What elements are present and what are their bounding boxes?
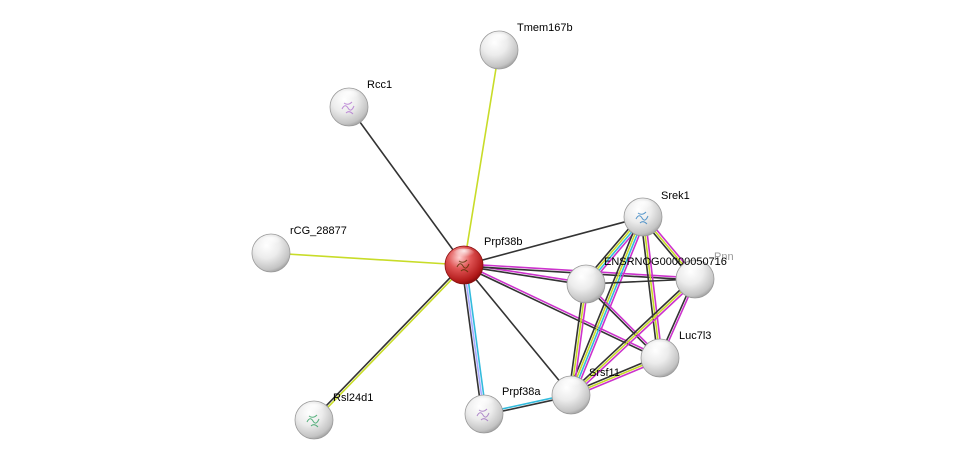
node-label-tmem167b: Tmem167b xyxy=(517,22,573,34)
edge-prpf38b-luc7l3[interactable] xyxy=(462,263,662,360)
edge-prpf38b-srsf11[interactable] xyxy=(463,264,572,396)
node-ensrnog[interactable] xyxy=(566,264,606,304)
node-tmem167b[interactable] xyxy=(479,30,519,70)
node-label-prpf38a: Prpf38a xyxy=(502,386,541,398)
protein-structure-icon xyxy=(341,101,355,115)
node-rsl24d1[interactable] xyxy=(294,400,334,440)
node-highlight xyxy=(487,33,511,46)
node-luc7l3[interactable] xyxy=(640,338,680,378)
node-label-ensrnog: ENSRNOG00000050716 xyxy=(604,256,727,268)
edge-line-coexpression xyxy=(312,263,465,421)
node-label-srsf11: Srsf11 xyxy=(589,367,620,379)
node-label-srek1: Srek1 xyxy=(661,190,690,202)
node-pnn[interactable] xyxy=(675,259,715,299)
node-highlight xyxy=(302,403,326,416)
node-label-luc7l3: Luc7l3 xyxy=(679,330,711,342)
node-highlight xyxy=(259,236,283,249)
node-label-pnn: Pnn xyxy=(714,251,734,263)
node-highlight xyxy=(337,90,361,103)
protein-structure-icon xyxy=(306,414,320,428)
node-highlight xyxy=(574,267,598,280)
edge-line-coexpression xyxy=(463,264,572,396)
edge-line-coexpression xyxy=(567,214,641,395)
edge-line-textmining xyxy=(642,216,661,359)
protein-structure-icon xyxy=(635,211,649,225)
node-highlight xyxy=(559,378,583,391)
edge-line-experiments xyxy=(571,279,698,398)
edge-line-coexpression xyxy=(640,216,659,360)
node-label-rsl24d1: Rsl24d1 xyxy=(333,392,373,404)
edge-prpf38b-rsl24d1[interactable] xyxy=(312,263,466,422)
node-label-rcc1: Rcc1 xyxy=(367,79,392,91)
node-rcc1[interactable] xyxy=(329,87,369,127)
edge-line-experiments xyxy=(463,263,662,358)
node-rcg28877[interactable] xyxy=(251,233,291,273)
node-label-rcg28877: rCG_28877 xyxy=(290,225,347,237)
node-label-prpf38b: Prpf38b xyxy=(484,236,523,248)
edge-line-textmining xyxy=(313,264,466,422)
edge-line-coexpression xyxy=(462,265,661,360)
edge-prpf38b-srek1[interactable] xyxy=(463,216,644,266)
node-layer xyxy=(251,30,715,440)
node-highlight xyxy=(472,397,496,410)
edge-line-homology xyxy=(463,264,485,415)
edge-prpf38b-rcc1[interactable] xyxy=(348,106,465,266)
node-highlight xyxy=(683,262,707,275)
protein-structure-icon xyxy=(456,259,470,273)
edge-line-coexpression xyxy=(463,216,644,266)
edge-line-experiments xyxy=(644,215,663,359)
node-highlight xyxy=(631,200,655,213)
node-prpf38b[interactable] xyxy=(444,245,484,285)
edge-line-coexpression xyxy=(348,106,465,266)
edge-line-textmining xyxy=(270,252,465,266)
edge-line-coexpression xyxy=(461,264,483,416)
edge-line-database xyxy=(465,263,487,415)
edge-line-coexpression xyxy=(463,265,587,286)
edge-line-coexpression xyxy=(568,276,695,395)
edge-prpf38b-tmem167b[interactable] xyxy=(463,49,500,266)
edge-pnn-srsf11[interactable] xyxy=(568,276,698,398)
edge-prpf38b-rcg28877[interactable] xyxy=(270,252,465,266)
node-prpf38a[interactable] xyxy=(464,394,504,434)
edge-prpf38b-prpf38a[interactable] xyxy=(461,263,487,416)
node-highlight xyxy=(452,248,476,261)
node-srsf11[interactable] xyxy=(551,375,591,415)
node-highlight xyxy=(648,341,672,354)
edge-line-textmining xyxy=(463,49,500,266)
protein-structure-icon xyxy=(476,408,490,422)
edge-line-database xyxy=(571,216,645,397)
edge-srek1-luc7l3[interactable] xyxy=(640,215,663,360)
node-srek1[interactable] xyxy=(623,197,663,237)
edge-line-textmining xyxy=(570,278,696,396)
